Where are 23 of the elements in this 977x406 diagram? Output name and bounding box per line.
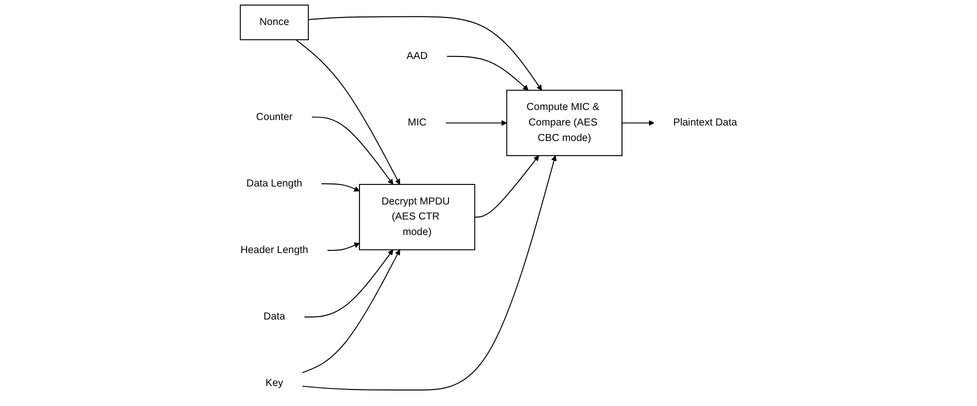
arrow — [304, 250, 394, 318]
arrow — [295, 39, 400, 185]
node-box: Compute MIC & Compare (AES CBC mode) — [506, 90, 622, 156]
node-text: Plaintext Data — [673, 117, 737, 128]
node-text: MIC — [407, 117, 426, 128]
arrow — [308, 16, 542, 91]
node-text: Key — [265, 378, 283, 389]
node-text: Data — [263, 311, 285, 322]
arrow — [326, 242, 360, 251]
arrow — [474, 155, 539, 218]
arrow — [446, 56, 528, 91]
arrow — [302, 250, 400, 374]
node-box: Decrypt MPDU (AES CTR mode) — [358, 184, 475, 250]
arrow — [444, 120, 507, 126]
node-text: Counter — [256, 111, 292, 122]
node-text: AAD — [406, 50, 428, 62]
arrow — [320, 183, 360, 192]
arrow — [621, 120, 654, 126]
arrow — [311, 116, 394, 185]
node-box: Nonce — [240, 4, 309, 40]
arrow — [302, 155, 556, 390]
node-text: Data Length — [246, 178, 302, 189]
node-text: Header Length — [240, 244, 308, 256]
